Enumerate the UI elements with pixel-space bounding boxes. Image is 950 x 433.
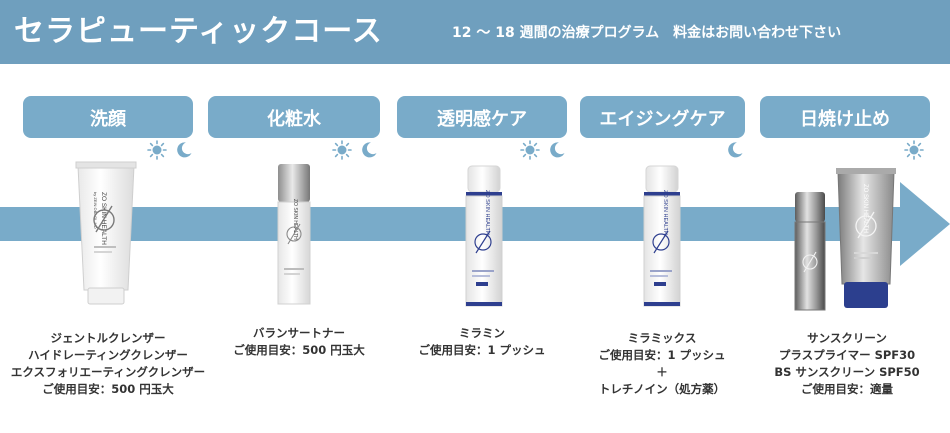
desc-line: ミラミン (459, 326, 505, 340)
bs-sunscreen-tube-image: ZO SKIN HEALTH (836, 168, 896, 308)
desc-line: ご使用目安：1 プッシュ (598, 348, 726, 362)
page-title: セラピューティックコース (14, 14, 383, 49)
desc-line: ご使用目安：500 円玉大 (42, 382, 174, 396)
moon-icon (177, 142, 192, 158)
desc-line: ハイドレーティングクレンザー (28, 348, 188, 362)
desc-line: バランサートナー (253, 326, 345, 340)
desc-line: ＋ (656, 365, 668, 379)
milamin-pump-image: ZO SKIN HEALTH (465, 165, 503, 307)
step-label: エイジングケア (599, 109, 726, 130)
brand-text: ZO SKIN HEALTH (484, 190, 490, 235)
desc-line: ご使用目安：適量 (801, 382, 893, 396)
product-desc-milamix: ミラミックス ご使用目安：1 プッシュ ＋ トレチノイン（処方薬） (582, 330, 742, 398)
page-subtitle: 12 ～ 18 週間の治療プログラム 料金はお問い合わせ下さい (452, 25, 842, 41)
step-label: 洗顔 (90, 109, 126, 130)
brand-text: ZO SKIN HEALTH (292, 199, 298, 240)
product-desc-sunscreen: サンスクリーン プラスプライマー SPF30 BS サンスクリーン SPF50 … (762, 330, 932, 398)
desc-line: BS サンスクリーン SPF50 (774, 365, 920, 379)
cleanser-tube-image: ZO SKIN HEALTH by ZEIN OBAGI, MD (75, 161, 137, 305)
sun-icon (332, 140, 352, 160)
product-desc-milamin: ミラミン ご使用目安：1 プッシュ (402, 325, 562, 359)
desc-line: トレチノイン（処方薬） (598, 382, 726, 396)
desc-line: ジェントルクレンザー (50, 331, 166, 345)
sun-icon (147, 140, 167, 160)
timeline-band (0, 207, 905, 241)
desc-line: エクスフォリエーティングクレンザー (10, 365, 206, 379)
moon-icon (362, 142, 377, 158)
brand-text: ZO SKIN HEALTH (862, 184, 868, 233)
toner-bottle-image: ZO SKIN HEALTH (277, 164, 311, 305)
step-brightening: 透明感ケア (397, 96, 567, 138)
moon-icon (550, 142, 565, 158)
desc-line: ミラミックス (627, 331, 697, 345)
step-label: 日焼け止め (800, 109, 890, 130)
sunscreen-primer-image (794, 192, 826, 311)
step-label: 透明感ケア (437, 109, 527, 130)
timeline-arrow-icon (900, 182, 950, 266)
milamix-pump-image: ZO SKIN HEALTH (643, 165, 681, 307)
brand-sub-text: by ZEIN OBAGI, MD (93, 192, 98, 229)
moon-icon (728, 142, 743, 158)
step-label: 化粧水 (267, 109, 321, 130)
step-cleanse: 洗顔 (23, 96, 193, 138)
step-aging-care: エイジングケア (580, 96, 745, 138)
sun-icon (904, 140, 924, 160)
desc-line: ご使用目安：500 円玉大 (233, 343, 365, 357)
product-desc-cleanser: ジェントルクレンザー ハイドレーティングクレンザー エクスフォリエーティングクレ… (8, 330, 208, 398)
desc-line: プラスプライマー SPF30 (778, 348, 916, 362)
sun-icon (520, 140, 540, 160)
desc-line: ご使用目安：1 プッシュ (418, 343, 546, 357)
desc-line: サンスクリーン (807, 331, 887, 345)
header-banner: セラピューティックコース 12 ～ 18 週間の治療プログラム 料金はお問い合わ… (0, 0, 950, 64)
product-desc-toner: バランサートナー ご使用目安：500 円玉大 (214, 325, 384, 359)
step-toner: 化粧水 (208, 96, 380, 138)
step-sunscreen: 日焼け止め (760, 96, 930, 138)
brand-text: ZO SKIN HEALTH (662, 190, 668, 235)
